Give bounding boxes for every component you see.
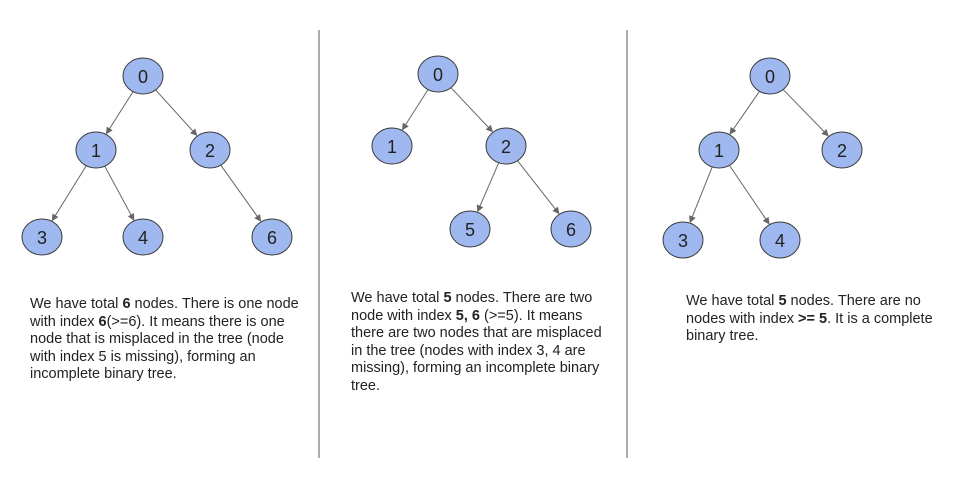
edge-2-6 [517, 160, 558, 212]
node-label: 6 [566, 220, 576, 240]
node-label: 2 [837, 141, 847, 161]
node-circle [417, 55, 459, 93]
tree-node-3: 3 [662, 221, 704, 259]
arrowhead-icon [552, 206, 560, 215]
tree-node-1: 1 [371, 127, 413, 165]
edge-0-2 [450, 87, 491, 130]
tree-node-4: 4 [122, 218, 164, 256]
node-circle [759, 221, 801, 259]
node-circle [550, 210, 592, 248]
node-label: 4 [775, 231, 785, 251]
node-label: 3 [37, 228, 47, 248]
tree-node-2: 2 [485, 127, 527, 165]
arrowhead-icon [762, 216, 770, 225]
edge-2-5 [478, 162, 500, 209]
node-circle [122, 218, 164, 256]
arrowhead-icon [127, 212, 135, 221]
edge-0-1 [731, 91, 760, 132]
arrowhead-icon [105, 126, 113, 135]
node-label: 0 [433, 65, 443, 85]
edge-1-3 [53, 165, 87, 219]
node-circle [251, 218, 293, 256]
node-label: 2 [501, 137, 511, 157]
caption-panel-1: We have total 6 nodes. There is one node… [30, 296, 299, 382]
edge-0-1 [107, 91, 134, 132]
node-circle [485, 127, 527, 165]
node-label: 1 [91, 141, 101, 161]
arrowhead-icon [190, 128, 198, 137]
node-circle [371, 127, 413, 165]
tree-node-0: 0 [122, 57, 164, 95]
node-circle [122, 57, 164, 95]
node-label: 0 [765, 67, 775, 87]
arrowhead-icon [51, 213, 59, 222]
arrowhead-icon [254, 214, 262, 222]
edge-1-4 [729, 165, 768, 222]
trees: 0 1 2 3 4 6 0 1 2 5 6 0 1 2 3 4 [21, 55, 863, 259]
arrowhead-icon [689, 215, 696, 224]
node-circle [75, 131, 117, 169]
tree-node-1: 1 [75, 131, 117, 169]
arrowhead-icon [476, 204, 484, 213]
tree-node-2: 2 [821, 131, 863, 169]
tree-node-2: 2 [189, 131, 231, 169]
node-circle [189, 131, 231, 169]
node-label: 1 [387, 137, 397, 157]
node-circle [821, 131, 863, 169]
node-label: 5 [465, 220, 475, 240]
edge-1-3 [690, 166, 713, 220]
tree-node-3: 3 [21, 218, 63, 256]
tree-node-6: 6 [550, 210, 592, 248]
edge-0-1 [403, 89, 429, 128]
arrowhead-icon [401, 122, 409, 131]
edge-2-6 [220, 164, 260, 219]
tree-node-6: 6 [251, 218, 293, 256]
tree-node-1: 1 [698, 131, 740, 169]
edge-1-4 [104, 165, 133, 218]
node-label: 0 [138, 67, 148, 87]
arrowhead-icon [729, 126, 737, 135]
arrowhead-icon [821, 129, 829, 137]
node-label: 2 [205, 141, 215, 161]
node-circle [698, 131, 740, 169]
tree-node-0: 0 [417, 55, 459, 93]
caption-panel-2: We have total 5 nodes. There are two nod… [351, 290, 602, 394]
arrowhead-icon [485, 124, 494, 133]
node-label: 3 [678, 231, 688, 251]
tree-node-4: 4 [759, 221, 801, 259]
node-label: 6 [267, 228, 277, 248]
node-circle [21, 218, 63, 256]
node-circle [749, 57, 791, 95]
edge-0-2 [155, 89, 196, 134]
node-label: 1 [714, 141, 724, 161]
edge-0-2 [782, 89, 827, 134]
node-circle [662, 221, 704, 259]
tree-node-0: 0 [749, 57, 791, 95]
caption-panel-3: We have total 5 nodes. There are no node… [686, 293, 933, 344]
node-label: 4 [138, 228, 148, 248]
node-circle [449, 210, 491, 248]
tree-node-5: 5 [449, 210, 491, 248]
